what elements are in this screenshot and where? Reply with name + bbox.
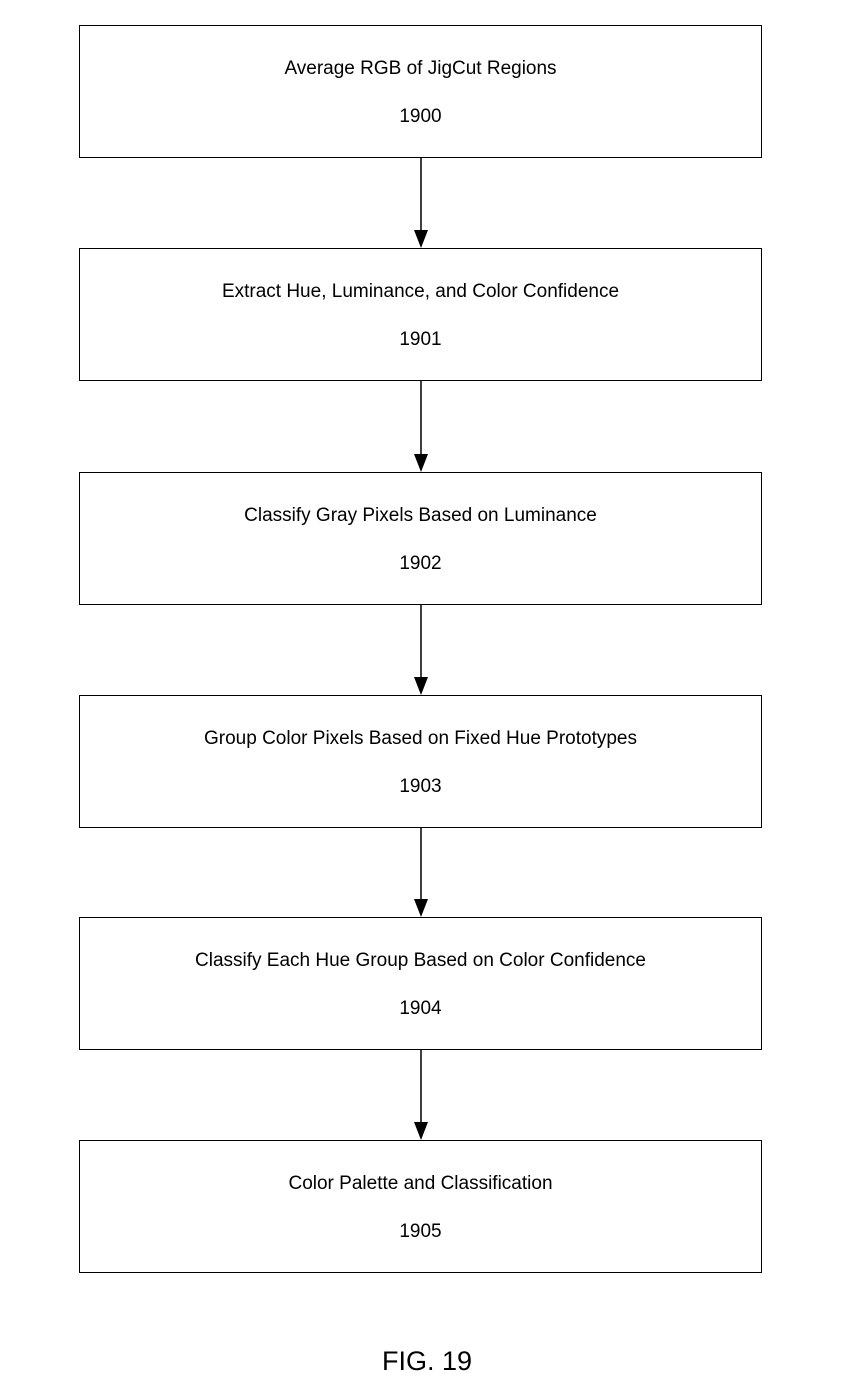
step-reference-number: 1905 <box>399 1221 442 1242</box>
step-reference-number: 1904 <box>399 998 442 1019</box>
step-label: Color Palette and Classification <box>288 1173 553 1194</box>
arrow-1901-to-1902 <box>414 381 428 472</box>
figure-caption: FIG. 19 <box>381 1346 473 1376</box>
step-label: Classify Gray Pixels Based on Luminance <box>244 505 597 526</box>
arrow-1902-to-1903 <box>414 605 428 695</box>
flow-step-1903: Group Color Pixels Based on Fixed Hue Pr… <box>79 695 762 828</box>
flow-step-1905: Color Palette and Classification 1905 <box>79 1140 762 1273</box>
step-reference-number: 1900 <box>399 106 442 127</box>
step-reference-number: 1903 <box>399 776 442 797</box>
flow-step-1902: Classify Gray Pixels Based on Luminance … <box>79 472 762 605</box>
arrow-1903-to-1904 <box>414 828 428 917</box>
step-label: Group Color Pixels Based on Fixed Hue Pr… <box>204 728 637 749</box>
step-reference-number: 1902 <box>399 553 442 574</box>
arrow-1900-to-1901 <box>414 158 428 248</box>
step-label: Classify Each Hue Group Based on Color C… <box>195 950 646 971</box>
step-label: Extract Hue, Luminance, and Color Confid… <box>221 281 620 302</box>
step-label: Average RGB of JigCut Regions <box>284 58 557 79</box>
flow-step-1904: Classify Each Hue Group Based on Color C… <box>79 917 762 1050</box>
flow-step-1901: Extract Hue, Luminance, and Color Confid… <box>79 248 762 381</box>
flow-step-1900: Average RGB of JigCut Regions 1900 <box>79 25 762 158</box>
step-reference-number: 1901 <box>399 329 442 350</box>
arrow-1904-to-1905 <box>414 1050 428 1140</box>
